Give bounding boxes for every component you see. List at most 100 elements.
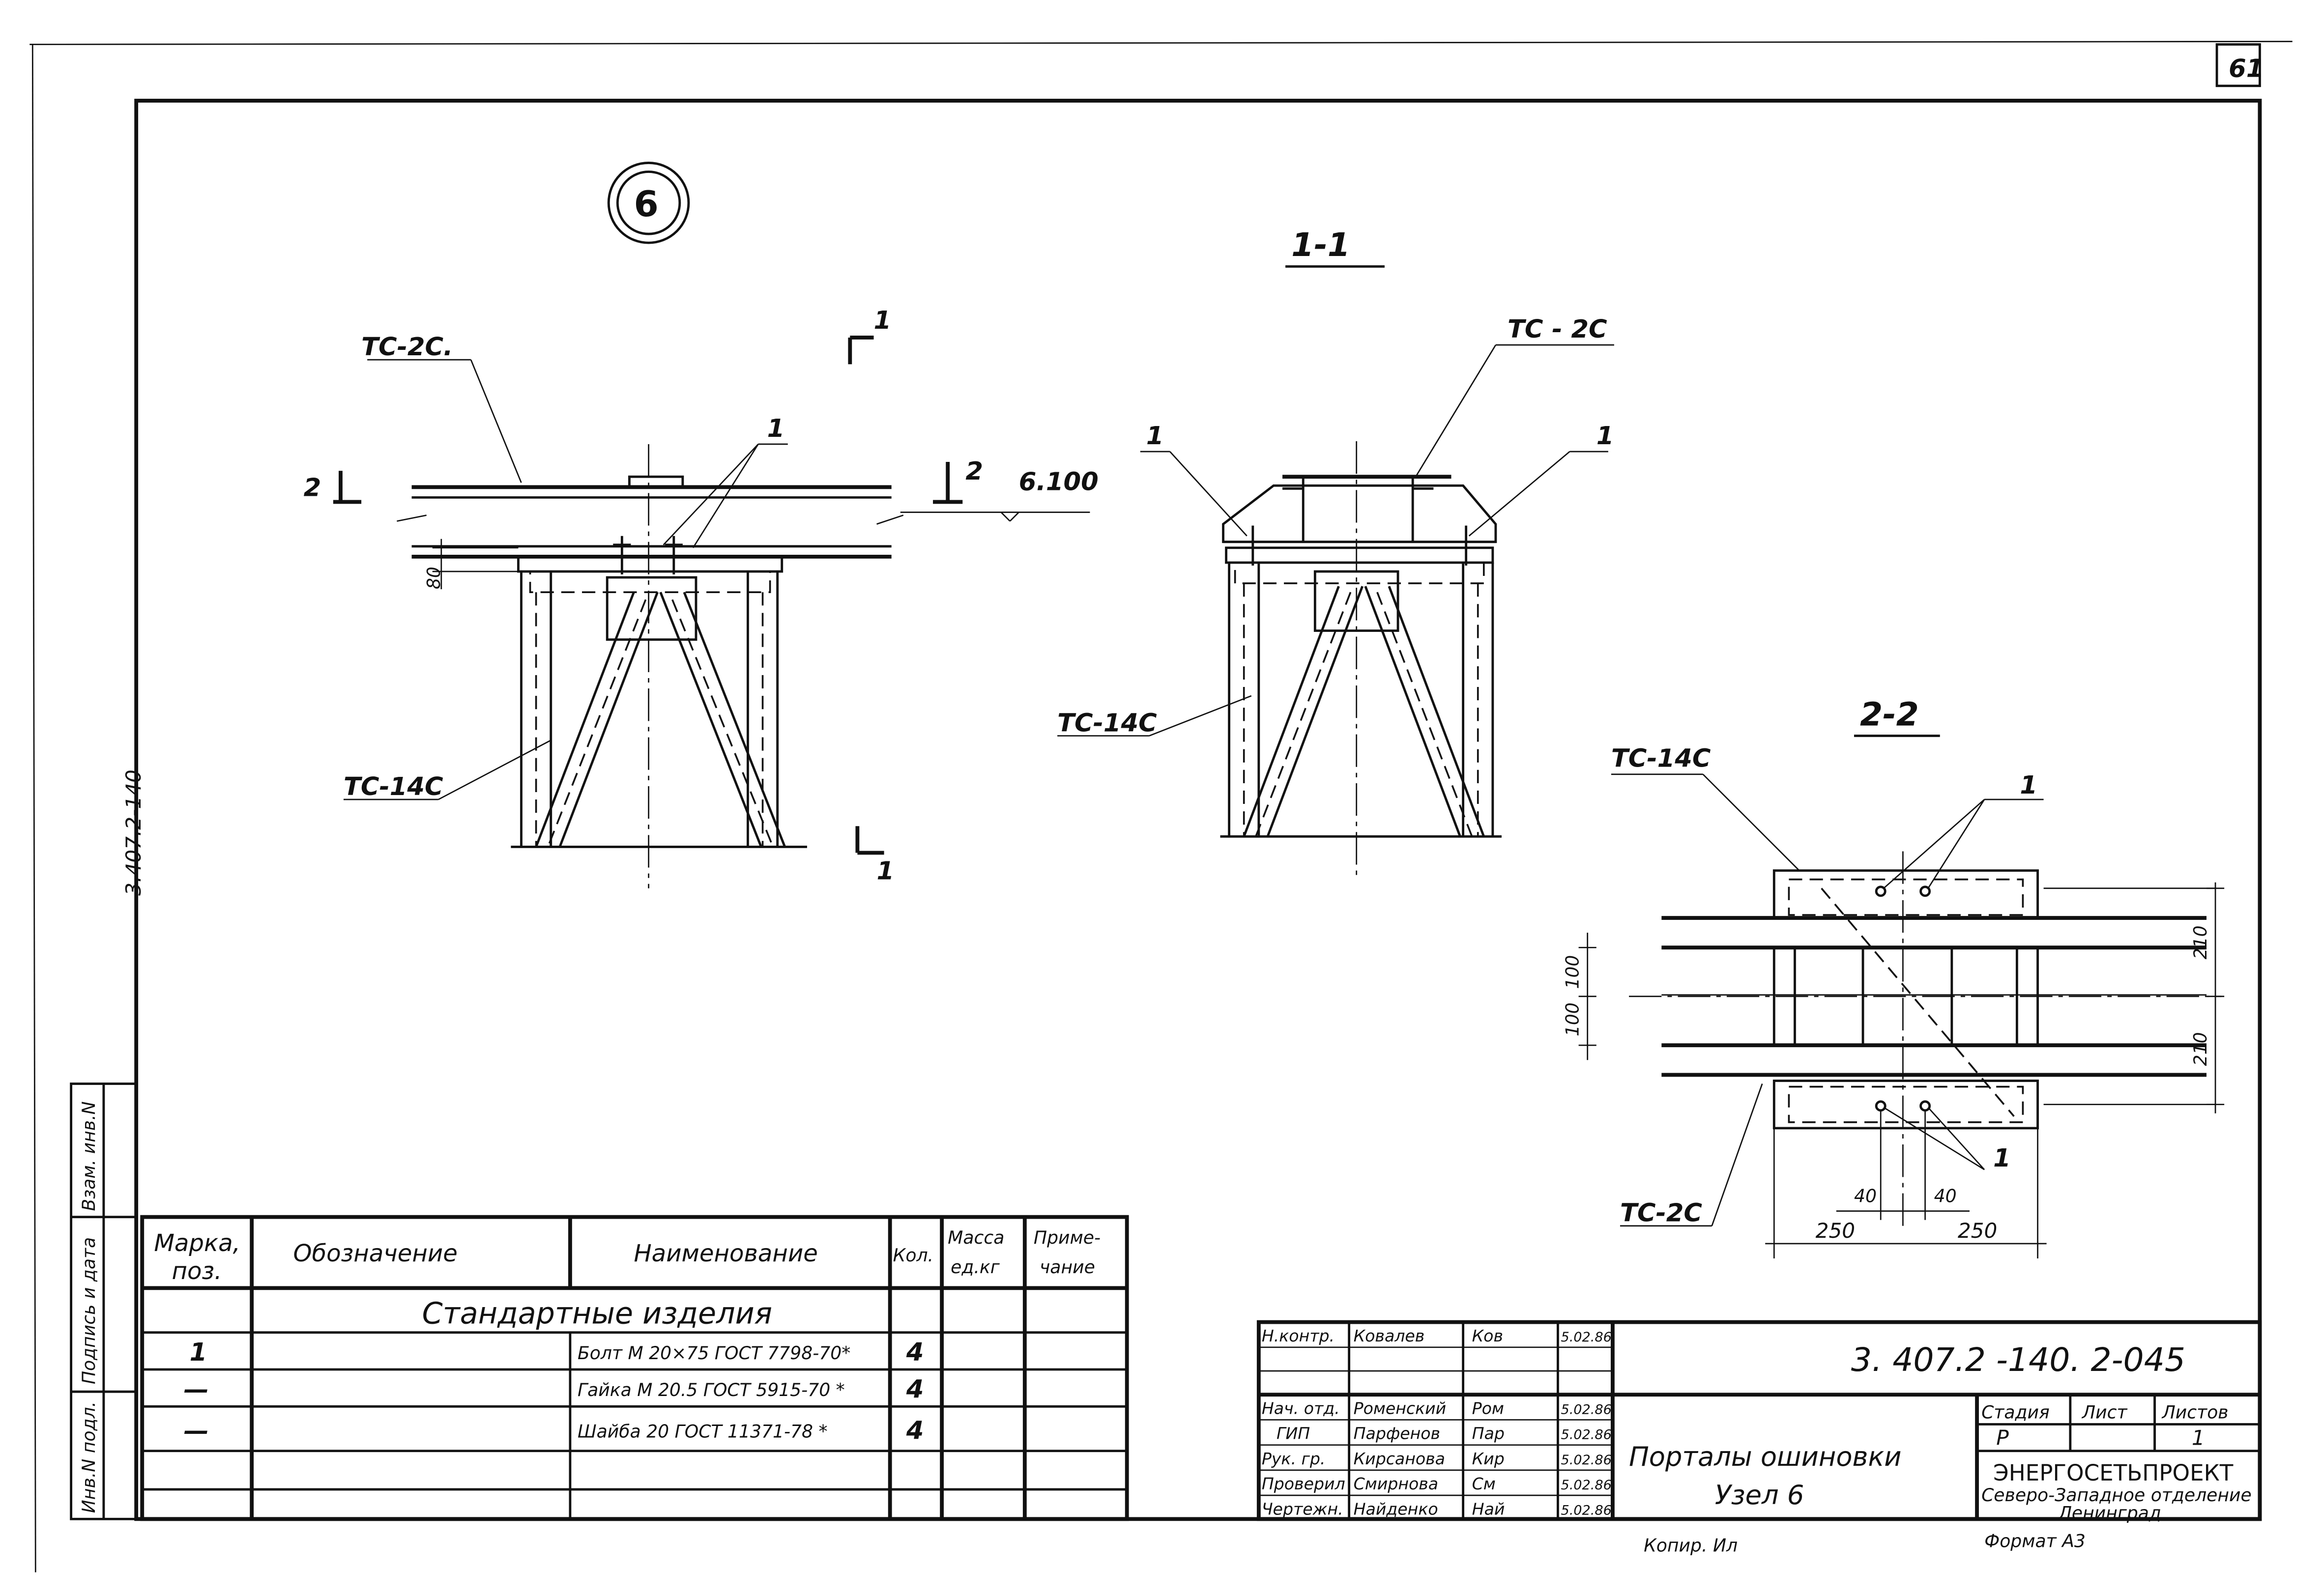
tb-sheets-header: Листов	[2161, 1401, 2229, 1423]
node-number: 6	[634, 184, 658, 225]
tb-format: Формат А3	[1984, 1531, 2086, 1552]
sheet-number: 61	[2229, 54, 2264, 84]
spec-row-name: Гайка М 20.5 ГОСТ 5915-70 *	[578, 1379, 845, 1400]
tb-org-line3: Ленинград	[2058, 1502, 2161, 1523]
section-2-2: 2-2 ТС-14С 1	[1562, 695, 2225, 1259]
inv-orig-label: Инв.N подл.	[78, 1401, 99, 1513]
tb-object-line2: Узел 6	[1715, 1480, 1804, 1510]
dim-40-left: 40	[1854, 1186, 1877, 1207]
main-dim-80: 80	[423, 567, 444, 589]
hdr-mark-2: поз.	[172, 1257, 222, 1285]
sign-date-label: Подпись и дата	[78, 1237, 99, 1384]
tb-sign-0: Ков	[1472, 1326, 1503, 1345]
hdr-name: Наименование	[634, 1240, 817, 1267]
section-2-2-pos-top: 1	[2020, 770, 2037, 800]
main-section-2-left: 2	[304, 473, 321, 502]
side-stamp: 3.407.2-140	[121, 770, 145, 896]
tb-role-3: Рук. гр.	[1262, 1449, 1326, 1468]
hdr-designation: Обозначение	[293, 1240, 458, 1267]
section-2-2-column-label: ТС-14С	[1611, 744, 1711, 773]
tb-doc-code: 3. 407.2 -140. 2-045	[1851, 1340, 2185, 1379]
dim-40-right: 40	[1934, 1186, 1957, 1207]
tb-date-4: 5.02.86	[1561, 1478, 1611, 1493]
tb-org-line2: Северо-Западное отделение	[1981, 1484, 2252, 1506]
left-strip: Инв.N подл. Подпись и дата Взам. инв.N	[70, 1083, 138, 1520]
main-column-label: ТС-14С	[344, 772, 443, 801]
tb-sheets-value: 1	[2192, 1426, 2205, 1450]
section-2-2-pos-bottom: 1	[1993, 1143, 2011, 1173]
section-1-1-title: 1-1	[1291, 226, 1350, 264]
dim-210-top: 210	[2190, 925, 2211, 959]
main-beam-label: ТС-2С.	[361, 332, 453, 362]
tb-name-1: Роменский	[1354, 1398, 1447, 1418]
spec-row-qty: 4	[906, 1374, 924, 1404]
tb-name-5: Найденко	[1354, 1499, 1438, 1518]
spec-row-name: Болт М 20×75 ГОСТ 7798-70*	[578, 1342, 850, 1364]
section-2-2-title: 2-2	[1860, 695, 1919, 733]
hdr-mass-1: Масса	[948, 1227, 1004, 1248]
spec-row-qty: 4	[906, 1416, 924, 1446]
spec-row: 1 Болт М 20×75 ГОСТ 7798-70* 4	[190, 1338, 924, 1367]
section-1-1-column-label: ТС-14С	[1057, 708, 1157, 738]
tb-stage-header: Стадия	[1981, 1401, 2050, 1423]
tb-sign-2: Пар	[1472, 1424, 1505, 1443]
spec-row-mark: —	[184, 1374, 209, 1404]
dim-210-bottom: 210	[2190, 1032, 2211, 1066]
tb-name-0: Ковалев	[1354, 1326, 1425, 1345]
main-pos-label: 1	[767, 414, 785, 443]
tb-role-0: Н.контр.	[1262, 1326, 1335, 1345]
section-2-2-beam-label: ТС-2С	[1620, 1198, 1702, 1228]
dim-250-right: 250	[1958, 1219, 1997, 1243]
spec-row: — Гайка М 20.5 ГОСТ 5915-70 * 4	[184, 1374, 924, 1404]
tb-org-line1: ЭНЕРГОСЕТЬПРОЕКТ	[1993, 1460, 2234, 1486]
hdr-qty: Кол.	[893, 1245, 933, 1266]
tb-name-4: Смирнова	[1354, 1474, 1438, 1493]
dim-100-top: 100	[1562, 955, 1583, 989]
tb-object-line1: Порталы ошиновки	[1629, 1441, 1901, 1472]
spec-row-name: Шайба 20 ГОСТ 11371-78 *	[578, 1421, 828, 1442]
spec-row-qty: 4	[906, 1338, 924, 1367]
tb-date-1: 5.02.86	[1561, 1402, 1611, 1417]
main-section-1-bottom: 1	[877, 856, 895, 886]
tb-role-1: Нач. отд.	[1262, 1398, 1340, 1418]
section-1-1-pos-right: 1	[1596, 421, 1614, 451]
tb-role-4: Проверил	[1262, 1474, 1345, 1493]
tb-date-2: 5.02.86	[1561, 1427, 1611, 1443]
tb-sign-4: См	[1472, 1474, 1496, 1493]
tb-name-3: Кирсанова	[1354, 1449, 1445, 1468]
tb-copied: Копир. Ил	[1644, 1535, 1738, 1556]
tb-date-5: 5.02.86	[1561, 1503, 1611, 1518]
main-section-2-right: 2	[965, 456, 983, 486]
main-section-1-top: 1	[874, 306, 892, 335]
spec-section-title: Стандартные изделия	[422, 1297, 772, 1331]
tb-sheet-header: Лист	[2081, 1401, 2128, 1423]
spec-table: Марка, поз. Обозначение Наименование Кол…	[140, 1215, 1129, 1521]
sheet-number-box	[2215, 43, 2261, 87]
tb-date-3: 5.02.86	[1561, 1453, 1611, 1468]
hdr-mass-2: ед.кг	[951, 1256, 1000, 1278]
node-marker: 6	[607, 162, 690, 244]
tb-role-5: Чертежн.	[1262, 1499, 1343, 1518]
tb-date-0: 5.02.86	[1561, 1330, 1611, 1345]
inv-replace-label: Взам. инв.N	[78, 1101, 99, 1211]
spec-row: — Шайба 20 ГОСТ 11371-78 * 4	[184, 1416, 924, 1446]
tb-sign-1: Ром	[1472, 1398, 1504, 1418]
main-elevation: 6.100	[1019, 467, 1099, 496]
tb-sign-3: Кир	[1472, 1449, 1505, 1468]
tb-stage-value: Р	[1996, 1426, 2009, 1450]
tb-role-2: ГИП	[1277, 1424, 1310, 1443]
hdr-note-2: чание	[1040, 1256, 1095, 1278]
section-1-1: 1-1 ТС - 2С	[1057, 226, 1614, 881]
sheet-frame: 61	[29, 41, 2293, 1572]
spec-row-mark: 1	[190, 1338, 207, 1367]
dim-100-bottom: 100	[1562, 1002, 1583, 1036]
title-block: Н.контр. Ковалев Ков 5.02.86 Нач. отд. Р…	[1256, 1320, 2262, 1556]
section-1-1-pos-left: 1	[1146, 421, 1164, 451]
tb-sign-5: Най	[1472, 1499, 1505, 1518]
main-view: ТС-2С. 1 ТС-14С 1 1 2 2 6.100 80	[304, 306, 1099, 888]
hdr-mark-1: Марка,	[154, 1229, 240, 1257]
hdr-note-1: Приме-	[1034, 1227, 1101, 1248]
dim-250-left: 250	[1816, 1219, 1855, 1243]
spec-row-mark: —	[184, 1416, 209, 1446]
